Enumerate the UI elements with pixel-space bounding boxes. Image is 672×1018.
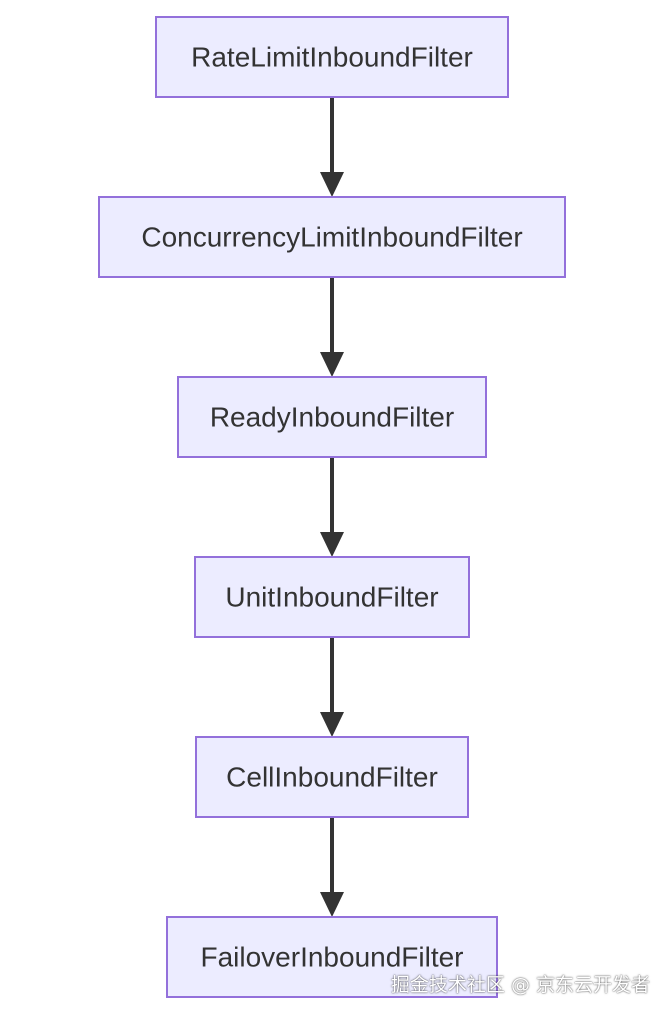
node-label: ReadyInboundFilter: [210, 402, 454, 433]
node-ready-inbound-filter: ReadyInboundFilter: [177, 376, 487, 458]
watermark: 掘金技术社区 @ 京东云开发者: [390, 974, 650, 996]
edge-n1-n2: [320, 97, 344, 197]
node-concurrency-limit-inbound-filter: ConcurrencyLimitInboundFilter: [98, 196, 566, 278]
node-label: FailoverInboundFilter: [200, 942, 463, 973]
node-label: CellInboundFilter: [226, 762, 438, 793]
edge-n2-n3: [320, 277, 344, 377]
node-label: ConcurrencyLimitInboundFilter: [141, 222, 522, 253]
node-cell-inbound-filter: CellInboundFilter: [195, 736, 469, 818]
node-rate-limit-inbound-filter: RateLimitInboundFilter: [155, 16, 509, 98]
edge-n3-n4: [320, 457, 344, 557]
edge-n4-n5: [320, 637, 344, 737]
edge-n5-n6: [320, 817, 344, 917]
node-failover-inbound-filter: FailoverInboundFilter: [166, 916, 498, 998]
node-label: RateLimitInboundFilter: [191, 42, 473, 73]
node-label: UnitInboundFilter: [225, 582, 438, 613]
node-unit-inbound-filter: UnitInboundFilter: [194, 556, 470, 638]
